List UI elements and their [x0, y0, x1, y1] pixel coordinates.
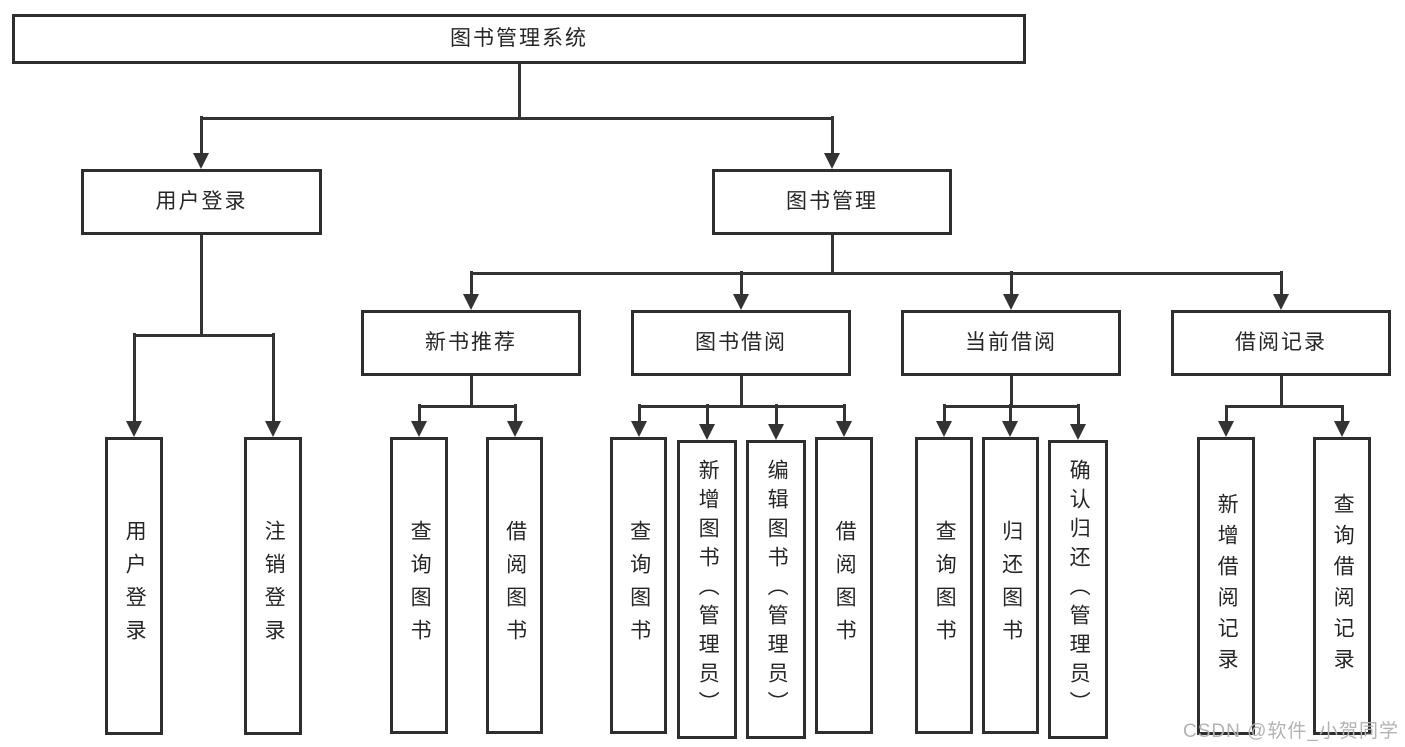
- leaf-confirm-return-label: 确认归还（管理员）: [1067, 459, 1091, 720]
- arrowhead-down-icon: [1218, 421, 1234, 437]
- arrowhead-down-icon: [699, 424, 715, 440]
- connector-line: [739, 376, 743, 406]
- leaf-add-book-label: 新增图书（管理员）: [696, 459, 720, 720]
- csdn-watermark: CSDN @软件_小贺同学: [1183, 721, 1399, 742]
- connector-line: [469, 271, 473, 294]
- arrowhead-down-icon: [824, 153, 840, 169]
- leaf-add-borrow-record-box: 新增借阅记录: [1197, 437, 1255, 735]
- connector-line: [774, 404, 778, 424]
- current-borrow-label: 当前借阅: [965, 330, 1057, 354]
- connector-line: [469, 376, 473, 406]
- arrowhead-down-icon: [768, 424, 784, 440]
- arrowhead-down-icon: [507, 421, 523, 437]
- new-book-rec-box: 新书推荐: [361, 310, 581, 376]
- arrowhead-down-icon: [1070, 424, 1086, 440]
- arrowhead-down-icon: [1273, 294, 1289, 310]
- leaf-query-book-3-label: 查询图书: [933, 519, 957, 652]
- connector-line: [942, 404, 1080, 408]
- leaf-return-book-box: 归还图书: [982, 437, 1039, 734]
- leaf-query-book-3-box: 查询图书: [915, 437, 973, 734]
- book-mgmt-label: 图书管理: [786, 189, 878, 213]
- user-login-box: 用户登录: [81, 169, 322, 235]
- arrowhead-down-icon: [1334, 421, 1350, 437]
- connector-line: [637, 404, 641, 421]
- leaf-edit-book-box: 编辑图书（管理员）: [746, 440, 806, 739]
- leaf-query-borrow-record-label: 查询借阅记录: [1331, 493, 1355, 679]
- connector-line: [830, 235, 834, 273]
- leaf-user-login-label: 用户登录: [123, 520, 147, 652]
- connector-line: [830, 116, 834, 153]
- leaf-add-borrow-record-label: 新增借阅记录: [1215, 493, 1239, 679]
- connector-line: [1009, 376, 1013, 406]
- leaf-borrow-book-1-label: 借阅图书: [503, 519, 527, 652]
- leaf-logout-label: 注销登录: [262, 520, 286, 652]
- leaf-return-book-label: 归还图书: [999, 519, 1023, 652]
- book-borrow-box: 图书借阅: [631, 310, 851, 376]
- borrow-records-label: 借阅记录: [1235, 330, 1327, 354]
- connector-line: [739, 271, 743, 294]
- connector-line: [1224, 404, 1344, 408]
- leaf-query-book-2-label: 查询图书: [627, 519, 651, 652]
- connector-line: [517, 64, 521, 118]
- arrowhead-down-icon: [836, 421, 852, 437]
- arrowhead-down-icon: [265, 421, 281, 437]
- connector-line: [417, 404, 517, 408]
- connector-line: [1340, 406, 1344, 421]
- arrowhead-down-icon: [1002, 421, 1018, 437]
- leaf-query-book-1-label: 查询图书: [408, 519, 432, 652]
- arrowhead-down-icon: [193, 153, 209, 169]
- borrow-records-box: 借阅记录: [1171, 310, 1391, 376]
- connector-line: [1009, 271, 1013, 294]
- arrowhead-down-icon: [1003, 294, 1019, 310]
- connector-line: [942, 404, 946, 421]
- book-mgmt-box: 图书管理: [712, 169, 952, 235]
- connector-line: [1279, 376, 1283, 408]
- leaf-borrow-book-1-box: 借阅图书: [486, 437, 543, 734]
- connector-line: [513, 404, 517, 421]
- current-borrow-box: 当前借阅: [901, 310, 1121, 376]
- leaf-query-book-2-box: 查询图书: [610, 437, 667, 734]
- arrowhead-down-icon: [411, 421, 427, 437]
- connector-line: [199, 116, 834, 120]
- connector-line: [132, 333, 275, 337]
- leaf-logout-box: 注销登录: [244, 437, 302, 735]
- system-label: 图书管理系统: [450, 26, 588, 50]
- leaf-user-login-box: 用户登录: [105, 437, 163, 735]
- connector-line: [199, 235, 203, 335]
- user-login-label: 用户登录: [155, 189, 248, 213]
- leaf-borrow-book-2-label: 借阅图书: [833, 519, 857, 652]
- leaf-query-book-1-box: 查询图书: [390, 437, 448, 734]
- connector-line: [469, 271, 1283, 275]
- leaf-add-book-box: 新增图书（管理员）: [677, 440, 737, 739]
- book-borrow-label: 图书借阅: [695, 330, 787, 354]
- connector-line: [199, 116, 203, 153]
- connector-line: [1224, 406, 1228, 421]
- arrowhead-down-icon: [126, 421, 142, 437]
- leaf-edit-book-label: 编辑图书（管理员）: [765, 459, 789, 720]
- arrowhead-down-icon: [631, 421, 647, 437]
- connector-line: [1076, 404, 1080, 424]
- connector-line: [417, 404, 421, 421]
- new-book-rec-label: 新书推荐: [425, 330, 517, 354]
- connector-line: [842, 404, 846, 421]
- connector-line: [637, 404, 846, 408]
- connector-line: [1008, 404, 1012, 421]
- connector-line: [1279, 271, 1283, 294]
- arrowhead-down-icon: [936, 421, 952, 437]
- connector-line: [271, 333, 275, 421]
- leaf-borrow-book-2-box: 借阅图书: [815, 437, 873, 734]
- connector-line: [705, 404, 709, 424]
- leaf-confirm-return-box: 确认归还（管理员）: [1048, 440, 1108, 739]
- arrowhead-down-icon: [463, 294, 479, 310]
- connector-line: [132, 333, 136, 421]
- leaf-query-borrow-record-box: 查询借阅记录: [1313, 437, 1371, 735]
- system-box: 图书管理系统: [12, 14, 1026, 64]
- arrowhead-down-icon: [733, 294, 749, 310]
